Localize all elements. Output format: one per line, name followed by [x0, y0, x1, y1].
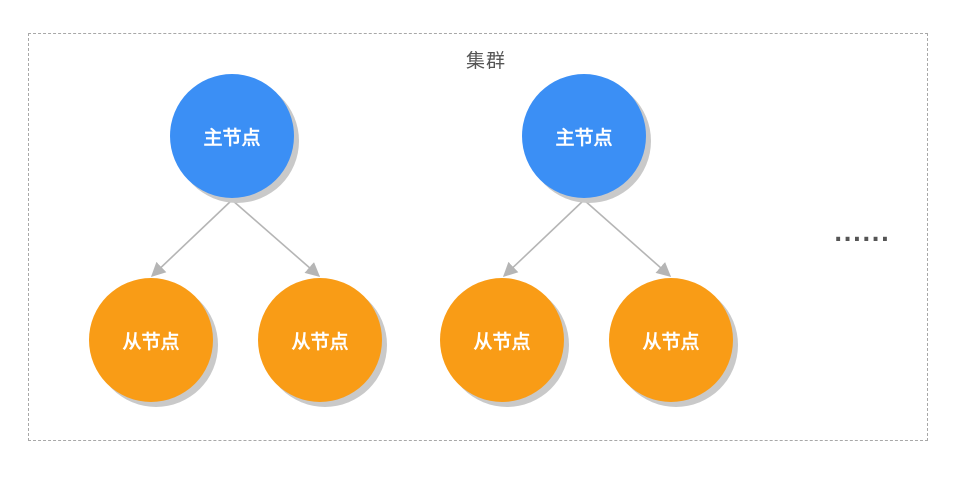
cluster-title: 集群: [465, 50, 506, 72]
edge-group2-right: [583, 199, 672, 277]
edge-group1-left: [150, 199, 233, 277]
cluster-boundary: [28, 33, 928, 441]
slave-node-1-2: 从节点: [258, 278, 382, 402]
edge-group1-right: [231, 199, 321, 277]
slave-node-1-1: 从节点: [89, 278, 213, 402]
master-node-1: 主节点: [170, 74, 294, 198]
master-node-2: 主节点: [522, 74, 646, 198]
edge-group2-left: [502, 199, 585, 277]
slave-node-2-1: 从节点: [440, 278, 564, 402]
more-nodes-ellipsis: ......: [834, 222, 891, 247]
slave-node-2-2: 从节点: [609, 278, 733, 402]
